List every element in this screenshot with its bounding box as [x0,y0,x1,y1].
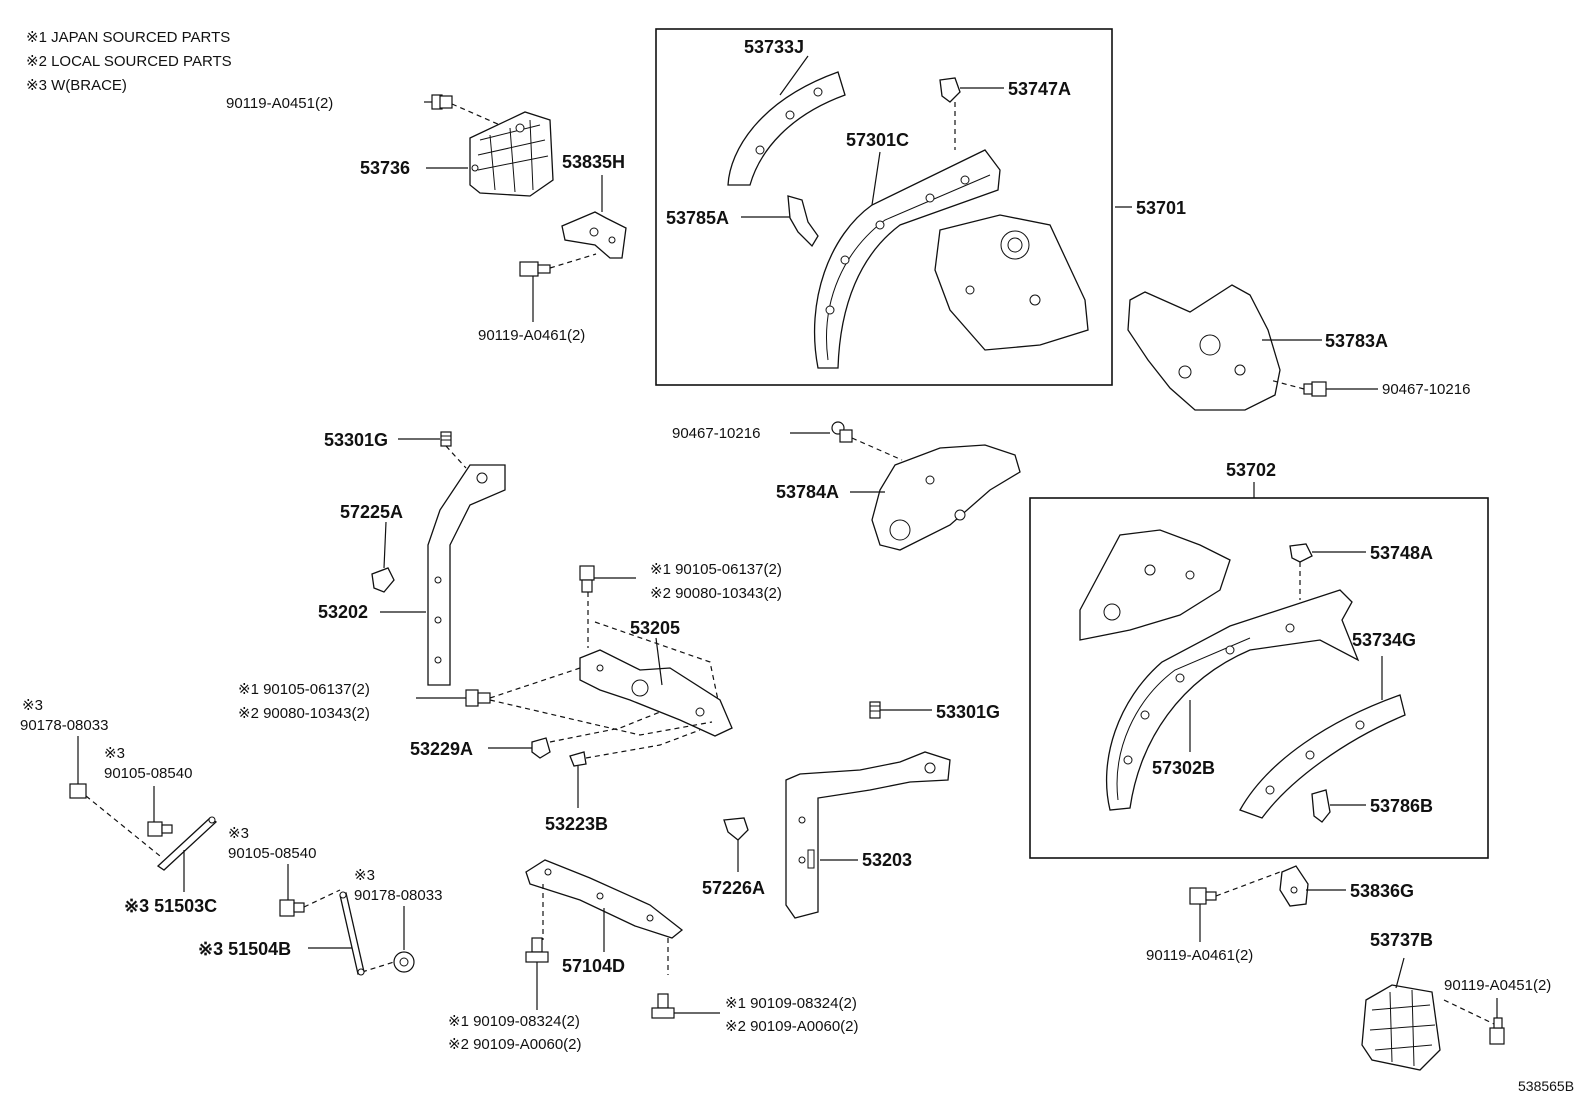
part-53747A-clip [939,77,961,103]
part-53835H-bracket [561,211,627,259]
catalog-id: 538565B [1518,1078,1574,1094]
part-53784A-cover [871,444,1021,551]
label-90467-10216-center: 90467-10216 [672,425,760,442]
label-53202: 53202 [318,602,368,622]
label-57301C: 57301C [846,130,909,150]
label-90105-06137-upper: ※1 90105-06137(2) [650,561,782,578]
label-90109-08324-left: ※1 90109-08324(2) [448,1013,580,1030]
label-57302B: 57302B [1152,758,1215,778]
label-90109-08324-right: ※1 90109-08324(2) [725,995,857,1012]
part-53736-cover [469,111,554,197]
label-53229A: 53229A [410,739,473,759]
spring-53301G-right [869,701,881,719]
part-53229A-clip [531,737,551,759]
label-53835H: 53835H [562,152,625,172]
part-53785A-brace [787,195,819,248]
part-57302B-wheel-arch [1105,589,1360,811]
part-57301C-wheel-arch [814,149,1001,369]
label-90178-08033-right: 90178-08033 [354,887,442,904]
part-53202-support [427,464,506,686]
part-53737B-cover [1361,984,1441,1071]
label-53748A: 53748A [1370,543,1433,563]
mark-90105-08540-lower: ※3 [228,825,249,842]
part-53786B-brace [1311,789,1331,823]
bolt-90105-06137-upper [579,565,595,593]
label-53737B: 53737B [1370,930,1433,950]
note-local-sourced: ※2 LOCAL SOURCED PARTS [26,53,232,70]
label-90109-A0060-left: ※2 90109-A0060(2) [448,1036,582,1053]
label-53784A: 53784A [776,482,839,502]
part-57225A-clip [371,567,395,593]
part-51503C-brace [156,816,218,871]
bolt-90119-A0451-top [424,94,453,110]
nut-90467-10216-center [831,421,853,443]
label-90119-A0451-top: 90119-A0451(2) [226,95,333,112]
label-53786B: 53786B [1370,796,1433,816]
label-51503C: ※3 51503C [124,896,217,916]
label-53836G: 53836G [1350,881,1414,901]
part-51504B-brace [339,891,365,976]
label-53783A: 53783A [1325,331,1388,351]
label-90105-06137-lower: ※1 90105-06137(2) [238,681,370,698]
label-53301G-left: 53301G [324,430,388,450]
bolt-90105-08540-lower [279,899,305,917]
label-53734G: 53734G [1352,630,1416,650]
mark-90178-08033-right: ※3 [354,867,375,884]
label-90080-10343-lower: ※2 90080-10343(2) [238,705,370,722]
part-apron-upper [934,214,1089,351]
label-90119-A0461-left: 90119-A0461(2) [478,327,585,344]
bolt-90105-06137-lower [465,689,491,707]
label-53702: 53702 [1226,460,1276,480]
clip-90178-08033-left [69,783,87,799]
label-53747A: 53747A [1008,79,1071,99]
label-90119-A0461-right: 90119-A0461(2) [1146,947,1253,964]
label-53301G-right: 53301G [936,702,1000,722]
label-90105-08540-lower: 90105-08540 [228,845,316,862]
nut-90178-08033-right [393,951,415,973]
label-53736: 53736 [360,158,410,178]
part-53203-support [785,751,951,919]
group-frame-53702 [1029,497,1489,859]
part-53748A-clip [1289,543,1313,563]
part-53734G-inner-arch [1239,694,1406,819]
part-53223B-clip [569,751,587,767]
label-90080-10343-upper: ※2 90080-10343(2) [650,585,782,602]
label-53223B: 53223B [545,814,608,834]
label-57225A: 57225A [340,502,403,522]
label-53701: 53701 [1136,198,1186,218]
part-53205-member [579,649,733,737]
label-90109-A0060-right: ※2 90109-A0060(2) [725,1018,859,1035]
spring-53301G-left [440,431,452,447]
label-90105-08540-upper: 90105-08540 [104,765,192,782]
part-53836G-bracket [1279,865,1309,907]
bolt-90119-A0451-right [1489,1017,1505,1045]
part-57104D-crossmember [525,859,684,939]
label-90467-10216-right: 90467-10216 [1382,381,1470,398]
label-53205: 53205 [630,618,680,638]
label-90119-A0451-right: 90119-A0451(2) [1444,977,1551,994]
part-53783A-panel [1127,284,1281,411]
nut-90467-10216-right [1303,381,1327,397]
mark-90105-08540-upper: ※3 [104,745,125,762]
part-apron-lower [1079,529,1231,641]
note-brace: ※3 W(BRACE) [26,77,127,94]
bolt-90119-A0461-right [1189,887,1217,905]
label-53785A: 53785A [666,208,729,228]
part-53733J-inner-arch [727,71,846,186]
bolt-90109-08324-right [651,993,675,1019]
mark-90178-08033-left: ※3 [22,697,43,714]
label-53733J: 53733J [744,37,804,57]
bolt-90119-A0461-left [519,261,551,277]
bolt-90105-08540-upper [147,821,173,837]
note-japan-sourced: ※1 JAPAN SOURCED PARTS [26,29,230,46]
bolt-90109-08324-left [525,937,549,963]
part-57226A-clip [723,817,749,841]
group-frame-53701 [655,28,1113,386]
label-57104D: 57104D [562,956,625,976]
label-57226A: 57226A [702,878,765,898]
label-51504B: ※3 51504B [198,939,291,959]
label-53203: 53203 [862,850,912,870]
label-90178-08033-left: 90178-08033 [20,717,108,734]
